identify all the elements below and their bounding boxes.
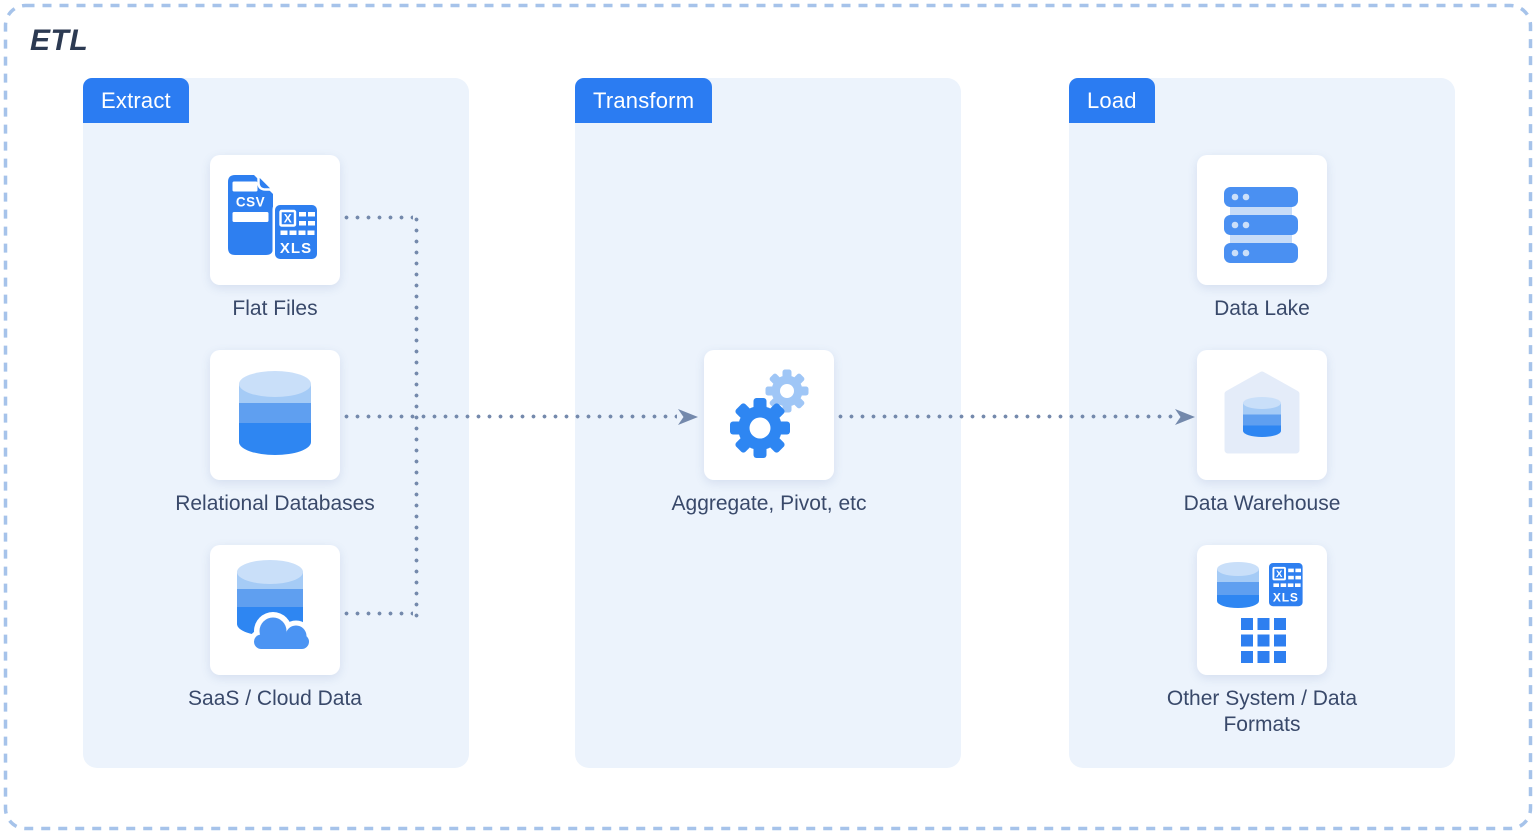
xls-text: XLS	[1273, 590, 1299, 604]
flat-files-label: Flat Files	[232, 297, 318, 320]
data-warehouse-card	[1197, 350, 1327, 480]
other-system-formats-card: X XLS	[1197, 545, 1327, 675]
data-lake-label: Data Lake	[1214, 297, 1310, 320]
saas-cloud-data-card	[210, 545, 340, 675]
transform-operation-card	[704, 350, 834, 480]
server-stack-icon	[1224, 187, 1298, 263]
xls-text: XLS	[280, 240, 312, 257]
extract-header-badge: Extract	[83, 78, 189, 123]
connector-saas	[341, 611, 413, 616]
saas-cloud-data-label: SaaS / Cloud Data	[188, 687, 362, 710]
cloud-database-icon	[237, 560, 314, 653]
relational-databases-card	[210, 350, 340, 480]
relational-databases-label: Relational Databases	[175, 492, 375, 515]
load-header-badge: Load	[1069, 78, 1155, 123]
node-data-warehouse: Data Warehouse	[1184, 350, 1340, 515]
xls-x-text: X	[1276, 569, 1283, 580]
csv-text: CSV	[236, 195, 265, 210]
connector-flat-files	[341, 215, 413, 220]
warehouse-icon	[1224, 371, 1300, 454]
arrowhead-icon	[1175, 409, 1195, 425]
node-relational-databases: Relational Databases	[175, 350, 375, 515]
node-saas-cloud-data: SaaS / Cloud Data	[188, 545, 362, 710]
xls-x-text: X	[284, 212, 292, 226]
data-lake-card	[1197, 155, 1327, 285]
node-data-lake: Data Lake	[1197, 155, 1327, 320]
node-flat-files: CSV X XLS Flat File	[210, 155, 340, 320]
csv-xls-files-icon: CSV X XLS	[228, 173, 320, 262]
flat-files-card: CSV X XLS	[210, 155, 340, 285]
diagram-title: ETL	[30, 24, 89, 57]
mixed-formats-icon: X XLS	[1217, 561, 1305, 663]
connector-transform-to-load	[835, 414, 1174, 419]
transform-header-badge: Transform	[575, 78, 713, 123]
node-transform-operation: Aggregate, Pivot, etc	[672, 350, 866, 515]
connector-extract-to-transform	[341, 414, 677, 419]
database-cylinder-icon	[239, 371, 311, 455]
arrowhead-icon	[678, 409, 698, 425]
node-other-system-formats: X XLS Other System / Data Formats	[1167, 545, 1357, 736]
data-warehouse-label: Data Warehouse	[1183, 492, 1341, 515]
gears-icon	[730, 369, 809, 458]
other-system-formats-label: Other System / Data Formats	[1166, 687, 1358, 736]
transform-operation-label: Aggregate, Pivot, etc	[671, 492, 867, 515]
